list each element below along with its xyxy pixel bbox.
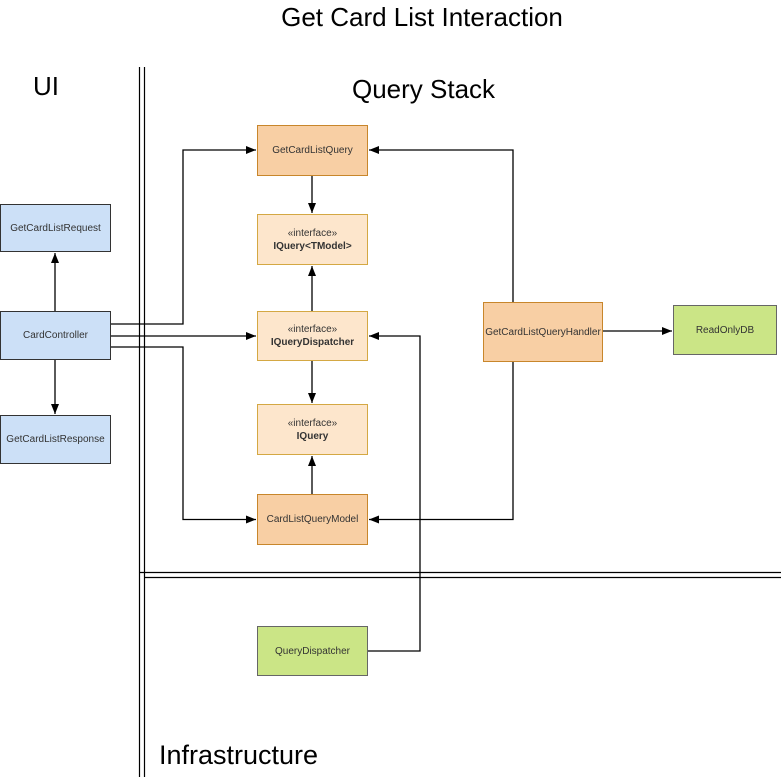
node-label: GetCardListRequest: [10, 222, 101, 234]
node-label: CardController: [22, 330, 89, 341]
node-label: GetCardListQueryHandler: [485, 326, 601, 338]
node-cardlistquerymodel: CardListQueryModel: [257, 494, 368, 545]
node-getcardlistqueryhandler: GetCardListQueryHandler: [483, 302, 603, 362]
node-label: CardListQueryModel: [266, 514, 359, 525]
node-getcardlistquery: GetCardListQuery: [257, 125, 368, 176]
edge-handler-to-getcardlistquery: [369, 146, 514, 302]
node-readonlydb: ReadOnlyDB: [673, 305, 777, 355]
lane-label-query-stack: Query Stack: [352, 74, 496, 104]
edge-handler-to-cardlistquerymodel: [369, 362, 514, 524]
node-label: GetCardListResponse: [6, 434, 105, 445]
node-label: QueryDispatcher: [274, 645, 351, 657]
node-label: GetCardListQuery: [272, 145, 353, 156]
node-iquery-interface: «interface» IQuery: [257, 404, 368, 455]
edge-cardcontroller-to-getcardlistquery: [111, 146, 256, 325]
node-iquerydispatcher-interface: «interface» IQueryDispatcher: [257, 311, 368, 361]
node-stereotype: «interface»: [287, 417, 338, 429]
node-label: ReadOnlyDB: [695, 324, 755, 336]
node-label: IQuery<TModel>: [273, 240, 352, 252]
node-stereotype: «interface»: [287, 227, 338, 239]
diagram-title: Get Card List Interaction: [281, 2, 563, 32]
node-iquery-tmodel-interface: «interface» IQuery<TModel>: [257, 214, 368, 265]
node-stereotype: «interface»: [287, 324, 338, 335]
node-getcardlistresponse: GetCardListResponse: [0, 415, 111, 464]
lane-label-infrastructure: Infrastructure: [159, 740, 319, 770]
edge-cardcontroller-to-cardlistquerymodel: [111, 346, 256, 524]
node-getcardlistrequest: GetCardListRequest: [0, 204, 111, 252]
node-querydispatcher: QueryDispatcher: [257, 626, 368, 676]
lane-label-ui: UI: [33, 71, 59, 101]
node-label: IQuery: [296, 430, 329, 442]
node-cardcontroller: CardController: [0, 311, 111, 360]
edge-querydispatcher-to-iquerydispatcher: [368, 332, 421, 652]
node-label: IQueryDispatcher: [270, 337, 355, 348]
